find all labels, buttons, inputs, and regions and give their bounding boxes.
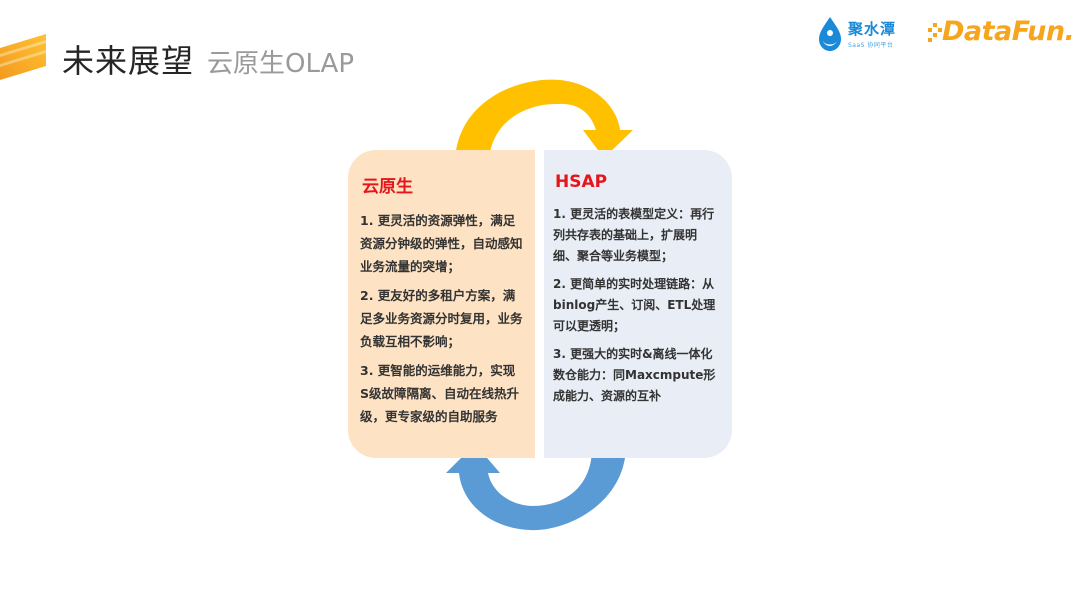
datafun-wordmark: DataFun. bbox=[942, 16, 1075, 47]
page-subtitle: 云原生OLAP bbox=[207, 49, 355, 79]
hsap-card: HSAP 1. 更灵活的表模型定义：再行列共存表的基础上，扩展明细、聚合等业务模… bbox=[544, 150, 732, 458]
cloud-native-card: 云原生 1. 更灵活的资源弹性，满足资源分钟级的弹性，自动感知业务流量的突增； … bbox=[348, 150, 535, 458]
hsap-item-1: 1. 更灵活的表模型定义：再行列共存表的基础上，扩展明细、聚合等业务模型； bbox=[553, 207, 715, 263]
cloud-native-item-2: 2. 更友好的多租户方案，满足多业务资源分时复用，业务负载互相不影响； bbox=[360, 288, 523, 349]
corner-stripe-decoration bbox=[0, 34, 46, 80]
cloud-native-item-3: 3. 更智能的运维能力，实现S级故障隔离、自动在线热升级，更专家级的自助服务 bbox=[360, 363, 520, 424]
jushuitan-tagline: SaaS 协同平台 bbox=[848, 42, 894, 49]
datafun-logo: DataFun. bbox=[928, 14, 1075, 54]
hsap-title: HSAP bbox=[555, 172, 608, 192]
top-cycle-arrow bbox=[455, 79, 633, 160]
bottom-cycle-arrow bbox=[446, 444, 626, 531]
jushuitan-name: 聚水潭 bbox=[848, 20, 897, 38]
hsap-item-2: 2. 更简单的实时处理链路：从binlog产生、订阅、ETL处理可以更透明； bbox=[553, 277, 716, 333]
cloud-native-title: 云原生 bbox=[362, 177, 413, 197]
pixel-mark-icon bbox=[928, 23, 942, 42]
cloud-native-item-1: 1. 更灵活的资源弹性，满足资源分钟级的弹性，自动感知业务流量的突增； bbox=[360, 213, 523, 274]
hsap-item-3: 3. 更强大的实时&离线一体化数仓能力：同Maxcmpute形成能力、资源的互补 bbox=[553, 347, 716, 403]
water-drop-icon bbox=[819, 17, 841, 51]
jushuitan-logo: 聚水潭 SaaS 协同平台 bbox=[815, 16, 905, 56]
page-title: 未来展望 bbox=[62, 42, 195, 80]
